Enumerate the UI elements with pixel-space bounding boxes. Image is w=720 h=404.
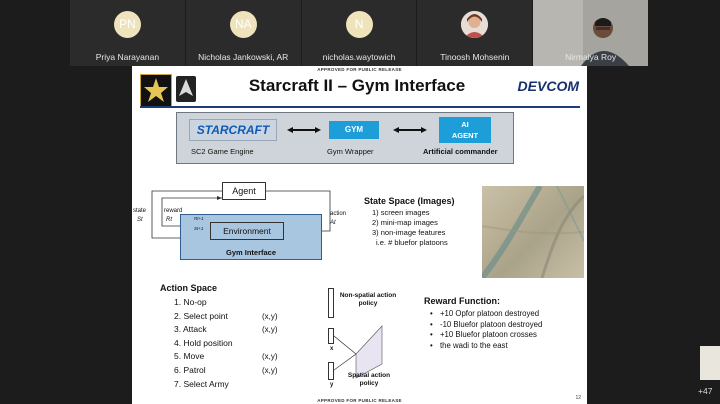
state-symbol: St (137, 217, 143, 223)
action-args: (x,y) (262, 365, 278, 375)
environment-box: Environment (210, 222, 284, 240)
action-label: 4. Hold position (174, 337, 233, 348)
non-spatial-policy-bar (328, 288, 334, 318)
action-item: 6. Patrol (x,y) (174, 364, 324, 378)
sc2-engine-label: SC2 Game Engine (191, 147, 254, 156)
action-item: 3. Attack (x,y) (174, 323, 324, 337)
reward-item-continued: the wadi to the east (430, 341, 542, 352)
participant-name: Nirmalya Roy (565, 52, 617, 62)
gym-interface-region (180, 214, 322, 260)
action-space-title: Action Space (160, 283, 218, 293)
agent-box: Agent (222, 182, 266, 200)
participant-strip: PN Priya Narayanan NA Nicholas Jankowski… (70, 0, 648, 66)
participant-tile-2[interactable]: NA Nicholas Jankowski, AR (185, 0, 301, 66)
action-label: 2. Select point (174, 310, 228, 321)
action-space-list: 1. No-op 2. Select point (x,y) 3. Attack (… (174, 296, 324, 391)
release-notice-bottom: APPROVED FOR PUBLIC RELEASE (317, 398, 402, 403)
reward-item: -10 Bluefor platoon destroyed (430, 320, 542, 331)
participant-tile-4[interactable]: Tinoosh Mohsenin (417, 0, 533, 66)
participant-name: Nicholas Jankowski, AR (198, 52, 289, 62)
webcam-video-icon (533, 0, 648, 66)
action-item: 2. Select point (x,y) (174, 310, 324, 324)
state-space-list: 1) screen images 2) mini-map images 3) n… (372, 208, 448, 248)
futures-logo-icon (179, 79, 193, 96)
video-thumbnail-edge (700, 346, 720, 380)
action-args: (x,y) (262, 352, 278, 362)
reward-label: reward (164, 208, 183, 214)
reward-item: +10 Opfor platoon destroyed (430, 309, 542, 320)
pipeline-box: STARCRAFT SC2 Game Engine GYM Gym Wrappe… (176, 112, 514, 164)
state-space-item: 2) mini-map images (372, 218, 438, 227)
rl-loop-diagram: Agent Environment Gym Interface state St… (132, 176, 346, 276)
reward-item: +10 Bluefor platoon crosses (430, 330, 542, 341)
action-item: 1. No-op (174, 296, 324, 310)
starcraft-logo: STARCRAFT (189, 119, 277, 141)
ai-agent-line1: AI (461, 120, 469, 129)
participant-name: Tinoosh Mohsenin (440, 52, 510, 62)
avatar: N (345, 11, 373, 38)
y-label: y (330, 382, 334, 388)
terrain-image (482, 186, 584, 278)
action-item: 7. Select Army (174, 378, 324, 392)
action-label: 6. Patrol (174, 364, 206, 375)
action-item: 4. Hold position (174, 337, 324, 351)
state-label: state (133, 208, 147, 214)
participant-tile-1[interactable]: PN Priya Narayanan (70, 0, 185, 66)
satellite-map-image (482, 186, 584, 278)
double-arrow-icon (287, 127, 321, 133)
action-label: 7. Select Army (174, 378, 229, 389)
state-space-item: 3) non-image features (372, 228, 446, 237)
release-notice-top: APPROVED FOR PUBLIC RELEASE (317, 67, 402, 72)
spatial-policy-label: Spatial action policy (347, 372, 391, 387)
state-next-symbol: St+1 (194, 226, 204, 231)
title-divider (140, 106, 580, 108)
avatar: NA (229, 11, 257, 38)
army-star-icon (144, 78, 168, 102)
reward-function-title: Reward Function: (424, 296, 500, 306)
ai-commander-label: Artificial commander (423, 147, 498, 156)
participant-tile-3[interactable]: N nicholas.waytowich (301, 0, 417, 66)
person-photo-icon (461, 11, 489, 38)
reward-item-continued-text: the wadi to the east (440, 340, 508, 350)
gym-interface-label: Gym Interface (225, 248, 277, 257)
more-participants-count[interactable]: +47 (698, 386, 713, 396)
state-space-item: 1) screen images (372, 208, 430, 217)
spatial-policy-plane (334, 325, 383, 379)
action-args: (x,y) (262, 311, 278, 321)
futures-command-logo (176, 76, 196, 102)
state-space-title: State Space (Images) (364, 196, 455, 206)
action-label: 1. No-op (174, 297, 207, 307)
x-label: x (330, 346, 334, 352)
state-space-item: i.e. # bluefor platoons (376, 238, 448, 247)
ai-agent-line2: AGENT (451, 131, 479, 140)
reward-next-symbol: Rt+1 (194, 216, 204, 221)
double-arrow-icon (393, 127, 427, 133)
action-label: 5. Move (174, 351, 205, 362)
devcom-logo: DEVCOM (517, 78, 579, 94)
action-label: action (330, 211, 347, 217)
ai-agent-box: AI AGENT (439, 117, 491, 143)
action-args: (x,y) (262, 325, 278, 335)
avatar: PN (114, 11, 141, 38)
non-spatial-policy-label: Non-spatial action policy (339, 292, 397, 307)
us-army-logo (140, 74, 172, 108)
slide-page-number: 12 (575, 395, 581, 401)
x-policy-bar (328, 328, 334, 344)
action-label: 3. Attack (174, 324, 207, 335)
reward-symbol: Rt (166, 217, 172, 223)
avatar-photo (461, 11, 489, 38)
gym-wrapper-label: Gym Wrapper (327, 147, 374, 156)
y-policy-bar (328, 362, 334, 380)
gym-box: GYM (329, 121, 379, 139)
reward-function-list: +10 Opfor platoon destroyed -10 Bluefor … (430, 309, 542, 351)
participant-name: nicholas.waytowich (322, 52, 396, 62)
action-item: 5. Move (x,y) (174, 350, 324, 364)
shared-slide: APPROVED FOR PUBLIC RELEASE Starcraft II… (132, 66, 587, 404)
participant-tile-5[interactable]: Nirmalya Roy (533, 0, 648, 66)
participant-name: Priya Narayanan (95, 52, 160, 62)
action-symbol: At (330, 220, 336, 226)
slide-title: Starcraft II – Gym Interface (248, 76, 466, 95)
